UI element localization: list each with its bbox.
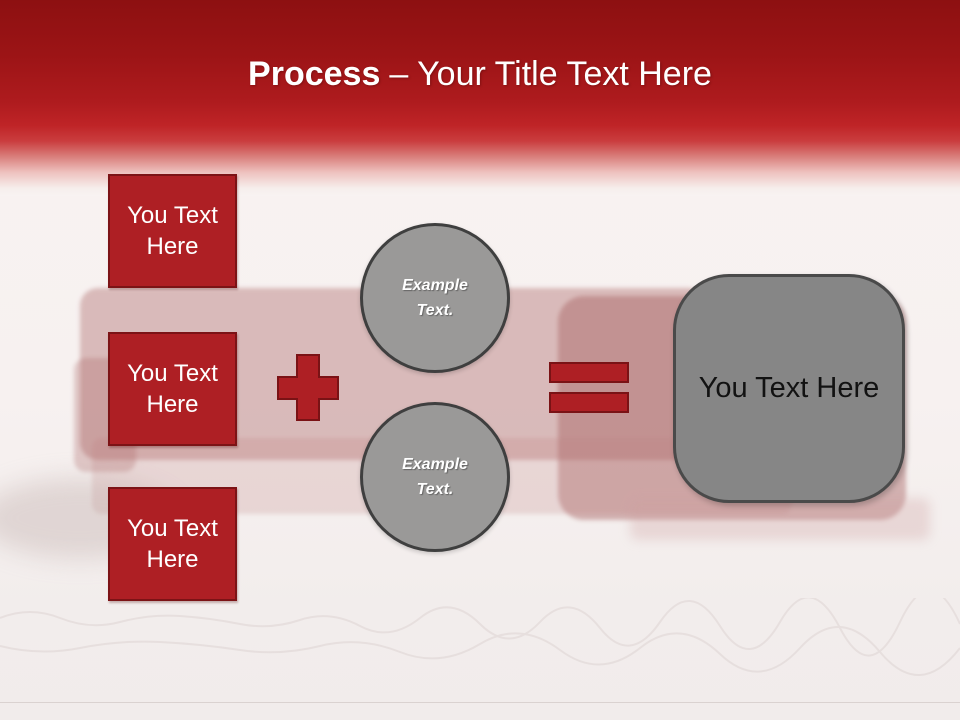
floor-line xyxy=(0,702,960,703)
example-circle-1[interactable]: Example Text. xyxy=(360,223,510,373)
equals-icon xyxy=(549,362,629,413)
input-box-3-label: You Text Here xyxy=(127,515,218,573)
title-subtitle: – Your Title Text Here xyxy=(389,55,712,93)
result-box-label: You Text Here xyxy=(698,372,880,404)
result-box[interactable]: You Text Here xyxy=(673,274,905,503)
page-title: Process– Your Title Text Here xyxy=(0,54,960,94)
title-keyword: Process xyxy=(248,55,381,93)
example-circle-1-label: Example Text. xyxy=(402,277,468,319)
input-box-2-label: You Text Here xyxy=(127,360,218,418)
equals-bar-bottom xyxy=(549,392,629,413)
input-box-3[interactable]: You Text Here xyxy=(108,487,237,601)
watermark-texture xyxy=(0,598,960,676)
example-circle-2[interactable]: Example Text. xyxy=(360,402,510,552)
header-band xyxy=(0,0,960,196)
plus-icon xyxy=(277,354,339,421)
equals-bar-top xyxy=(549,362,629,383)
input-box-1-label: You Text Here xyxy=(127,202,218,260)
input-box-1[interactable]: You Text Here xyxy=(108,174,237,288)
input-box-2[interactable]: You Text Here xyxy=(108,332,237,446)
sofa-skirt-shape xyxy=(630,498,930,540)
example-circle-2-label: Example Text. xyxy=(402,456,468,498)
